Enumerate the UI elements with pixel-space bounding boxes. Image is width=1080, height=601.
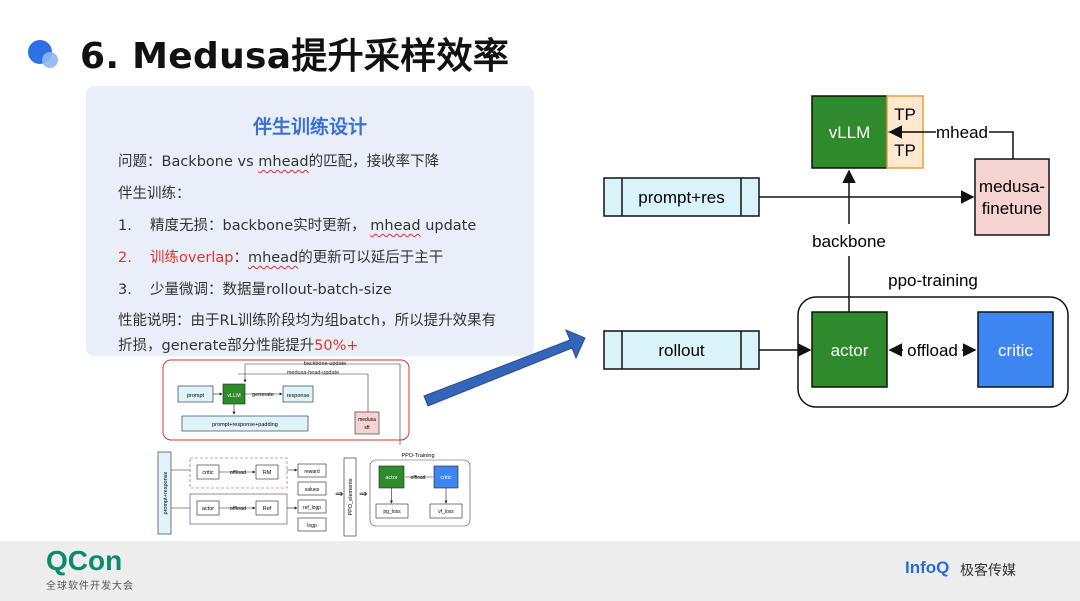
item2-sep: ： — [233, 250, 248, 266]
critic-box — [977, 311, 1054, 388]
panel-heading: 伴生训练设计 — [252, 116, 367, 138]
item1-mhead: mhead — [370, 218, 421, 234]
rollout-box — [603, 330, 760, 370]
perf-highlight: 50%+ — [314, 338, 359, 354]
actor-label: actor — [831, 341, 869, 360]
medusa-label-line2: finetune — [982, 199, 1043, 218]
list-num-1: 1. — [118, 218, 132, 234]
mini-medusa-sft-box — [354, 411, 380, 435]
mini-backbone-update-label: backbone-update — [304, 361, 347, 367]
mini-response-label: response — [287, 393, 310, 399]
mini-arrow-to-training-icon: ⇒ — [359, 489, 367, 500]
mhead-label: mhead — [936, 123, 988, 142]
architecture-diagram: vLLM TP TP mhead medusa- finetune prompt… — [603, 95, 1069, 408]
mini-ppo-offload-label: offload — [411, 475, 426, 481]
infoq-logo: InfoQ — [905, 558, 950, 577]
mini-prompt-response-vertical-label: prompt+response — [163, 472, 169, 515]
ppo-training-label: ppo-training — [888, 271, 978, 290]
mini-generate-label: generate — [252, 392, 274, 398]
mini-critic-label: critic — [202, 470, 214, 476]
infoq-subtitle: 极客传媒 — [960, 563, 1016, 579]
mini-offload-1-label: offload — [230, 470, 246, 476]
companion-training-label: 伴生训练： — [118, 186, 191, 202]
mini-sft-label: sft — [364, 425, 370, 431]
mini-reward-box — [297, 463, 327, 478]
mini-medusa-label: medusa — [358, 417, 376, 423]
mini-ref-label: Ref — [263, 506, 272, 512]
mini-logp-box — [297, 517, 327, 532]
mini-vllm-label: vLLM — [227, 393, 241, 399]
mini-rm-label: RM — [263, 470, 272, 476]
perf-prefix: 折损，generate部分性能提升 — [118, 338, 315, 354]
mini-offload-2-label: offload — [230, 506, 246, 512]
mini-ppo-training-label: PPO-Training — [401, 453, 434, 459]
medusa-finetune-box — [974, 158, 1050, 236]
problem-mhead: mhead — [258, 154, 309, 170]
mini-prompt-response-vertical-box — [157, 451, 172, 535]
mini-ppo-elements-label: PPO_elements — [348, 478, 354, 515]
perf-line-1: 性能说明：由于RL训练阶段均为组batch，所以提升效果有 — [118, 313, 497, 329]
item2-mhead: mhead — [247, 250, 299, 266]
footer — [0, 541, 1080, 601]
mini-ref-box — [255, 500, 279, 516]
zoom-arrow-icon — [423, 329, 586, 407]
design-panel — [86, 86, 534, 356]
list-item-2: 2. 训练overlap：mhead的更新可以延后于主干 — [118, 246, 443, 267]
item1-suffix: update — [420, 218, 477, 234]
prompt-res-box — [603, 177, 760, 217]
vllm-label: vLLM — [829, 123, 871, 142]
mini-pg-loss-box — [375, 503, 409, 519]
title-bullet-accent-icon — [42, 52, 58, 68]
item2-red: 训练overlap — [150, 250, 234, 266]
problem-prefix: 问题：Backbone vs — [118, 154, 259, 170]
backbone-label: backbone — [812, 232, 886, 251]
mini-values-box — [297, 481, 327, 496]
list-item-1: 1. 精度无损：backbone实时更新， mhead update — [118, 214, 476, 235]
tp-label-2: TP — [894, 141, 916, 160]
mini-padding-label: prompt+response+padding — [212, 422, 278, 428]
mini-arrow-to-elements-icon: ⇒ — [335, 489, 343, 500]
prompt-res-label: prompt+res — [638, 188, 724, 207]
mini-ref-logp-label: ref_logp — [303, 505, 321, 511]
problem-suffix: 的匹配，接收率下降 — [308, 154, 440, 170]
rollout-label: rollout — [658, 341, 705, 360]
tp-label-1: TP — [894, 105, 916, 124]
qcon-subtitle: 全球软件开发大会 — [46, 581, 134, 592]
mini-padding-box — [181, 415, 309, 432]
list-item-3: 3. 少量微调：数据量rollout-batch-size — [118, 278, 392, 299]
item2-suffix: 的更新可以延后于主干 — [298, 250, 444, 266]
actor-box — [811, 311, 888, 388]
mini-values-label: values — [305, 487, 320, 493]
mini-ppo-critic-label: critic — [440, 475, 452, 481]
list-num-2: 2. — [118, 250, 132, 266]
offload-label: offload — [907, 341, 958, 360]
mini-reward-label: reward — [304, 469, 320, 475]
mhead-connector — [989, 131, 1014, 159]
mini-response-box — [282, 385, 314, 403]
mini-pg-loss-label: pg_loss — [383, 509, 401, 515]
mini-vf-loss-box — [429, 503, 463, 519]
list-num-3: 3. — [118, 282, 132, 298]
qcon-logo: QCon — [46, 545, 123, 576]
mini-vf-loss-label: vf_loss — [438, 509, 454, 515]
mini-flow-diagram: backbone-update medusa-head-update promp… — [157, 359, 471, 537]
mini-logp-label: logp — [307, 523, 317, 529]
page-title: 6. Medusa提升采样效率 — [80, 36, 510, 77]
item3-text: 少量微调：数据量rollout-batch-size — [150, 282, 392, 298]
perf-line-2: 折损，generate部分性能提升50%+ — [118, 334, 359, 355]
mini-rm-box — [255, 464, 279, 480]
critic-label: critic — [998, 341, 1033, 360]
problem-line: 问题：Backbone vs mhead的匹配，接收率下降 — [118, 150, 439, 171]
medusa-label-line1: medusa- — [979, 177, 1045, 196]
mini-prompt-label: prompt — [187, 393, 205, 399]
mini-actor-label: actor — [202, 506, 214, 512]
mini-medusa-head-update-label: medusa-head-update — [287, 370, 339, 376]
mini-ref-logp-box — [297, 499, 327, 514]
mini-ppo-elements-box — [343, 457, 357, 537]
item1-prefix: 精度无损：backbone实时更新， — [150, 218, 371, 234]
mini-ppo-actor-label: actor — [385, 475, 397, 481]
